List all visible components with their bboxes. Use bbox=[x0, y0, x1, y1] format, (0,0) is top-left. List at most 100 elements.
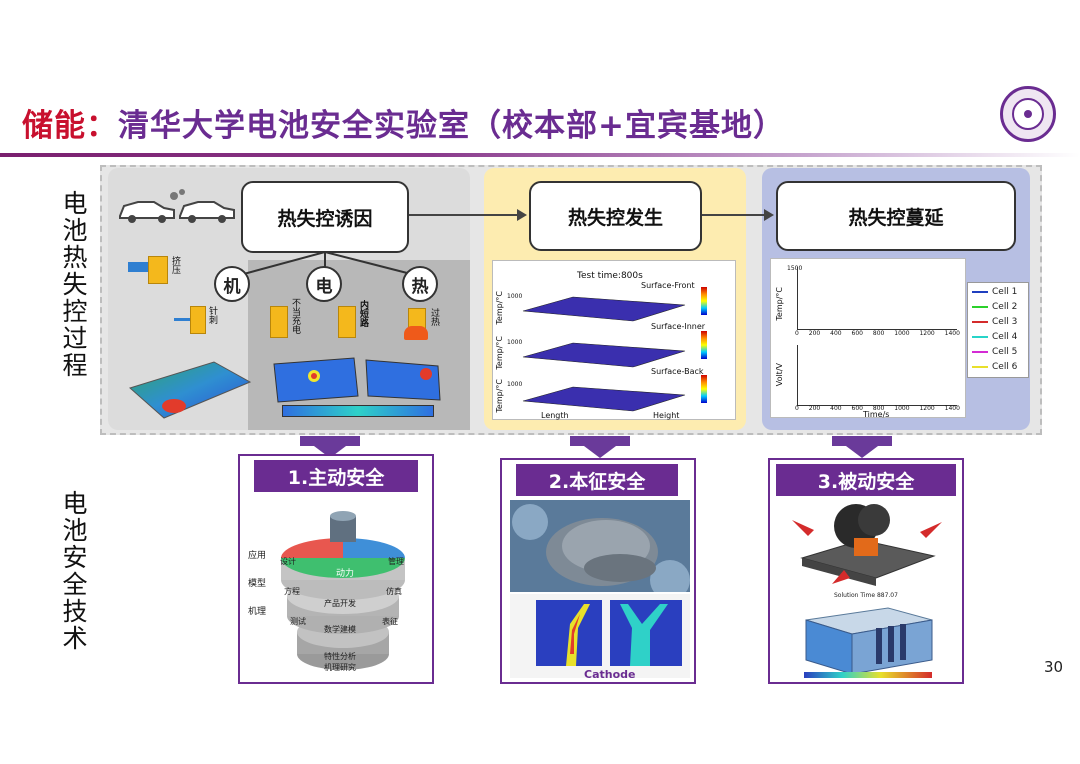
tick-1000-c: 1000 bbox=[507, 381, 523, 388]
legend-cell-1: Cell 1 bbox=[972, 286, 1017, 298]
prop-top-yaxis bbox=[797, 267, 798, 329]
particle-sem-image bbox=[510, 500, 690, 592]
squeeze-label: 挤压 bbox=[170, 256, 180, 274]
cause-electrical-circle: 电 bbox=[306, 266, 342, 302]
short-circuit-label: 内短路 bbox=[358, 300, 368, 327]
arrow-1 bbox=[409, 214, 519, 216]
thermal-box-simulation bbox=[804, 607, 933, 678]
tech-active-safety-title: 1.主动安全 bbox=[254, 460, 418, 492]
legend-swatch bbox=[972, 351, 988, 353]
prop-bottom-yaxis bbox=[797, 345, 798, 405]
electrical-simulation-heatmap-b bbox=[365, 359, 441, 401]
down-arrow-1-stem bbox=[300, 436, 360, 446]
legend-cell-6: Cell 6 bbox=[972, 361, 1017, 373]
battery-icon-short bbox=[338, 306, 356, 338]
legend-swatch bbox=[972, 321, 988, 323]
overcharge-label: 不当充电 bbox=[290, 298, 300, 334]
sector-safety: 安全 bbox=[288, 527, 307, 537]
tick-1000-a: 1000 bbox=[507, 293, 523, 300]
legend-swatch bbox=[972, 366, 988, 368]
side-label-tech: 电池安全技术 bbox=[62, 489, 88, 653]
ylabel-2: Temp/°C bbox=[495, 336, 504, 370]
squeeze-arrow-icon bbox=[128, 262, 152, 272]
battery-temperature-strip bbox=[282, 405, 434, 417]
level-mechanism: 机理 bbox=[248, 607, 267, 617]
battery-icon-overcharge bbox=[270, 306, 288, 338]
plot-title: Test time:800s bbox=[577, 271, 643, 281]
level-application: 应用 bbox=[248, 551, 267, 561]
legend-cell-5: Cell 5 bbox=[972, 346, 1017, 358]
cause-mechanical-circle: 机 bbox=[214, 266, 250, 302]
stage-occurrence: 热失控发生 bbox=[529, 181, 702, 251]
tech-intrinsic-safety: 2.本征安全 Cathode bbox=[500, 458, 696, 684]
tech-passive-safety: 3.被动安全 Solution Time 887.07 bbox=[768, 458, 964, 684]
cathode-temperature-simulation bbox=[510, 594, 690, 678]
solution-time-caption: Solution Time 887.07 bbox=[834, 592, 898, 599]
down-arrow-2-stem bbox=[570, 436, 630, 446]
legend-swatch bbox=[972, 306, 988, 308]
university-logo bbox=[1000, 86, 1056, 142]
layer-mechanism: 机理研究 bbox=[324, 663, 356, 672]
slide-title: 储能：清华大学电池安全实验室（校本部+宜宾基地） bbox=[22, 108, 785, 144]
overheat-label: 过热 bbox=[429, 308, 439, 326]
ring2-simulation: 仿真 bbox=[386, 587, 402, 596]
tick-1000-b: 1000 bbox=[507, 339, 523, 346]
tech-passive-safety-title: 3.被动安全 bbox=[776, 464, 956, 496]
cause-thermal-circle: 热 bbox=[402, 266, 438, 302]
legend-cell-4: Cell 4 bbox=[972, 331, 1017, 343]
legend-cell-2: Cell 2 bbox=[972, 301, 1017, 313]
ring3-characterization: 表征 bbox=[382, 617, 398, 626]
layer-product: 产品开发 bbox=[324, 599, 356, 608]
sector-power: 动力 bbox=[336, 569, 355, 579]
side-label-process: 电池热失控过程 bbox=[62, 189, 88, 380]
ylabel-1: Temp/°C bbox=[495, 291, 504, 325]
tech-intrinsic-safety-title: 2.本征安全 bbox=[516, 464, 678, 496]
stage-propagation: 热失控蔓延 bbox=[776, 181, 1016, 251]
arrow-1-head bbox=[517, 209, 527, 221]
car-collision-icon bbox=[119, 189, 235, 223]
battery-icon-needle bbox=[190, 306, 206, 334]
mechanical-simulation-heatmap bbox=[129, 361, 252, 419]
tech-active-safety: 1.主动安全 应用 模型 机理 安全 耐久 动力 设计 管理 方程 仿真 测试 … bbox=[238, 454, 434, 684]
ring2-equation: 方程 bbox=[284, 587, 300, 596]
panel-label-front: Surface-Front bbox=[641, 281, 695, 290]
legend-swatch bbox=[972, 336, 988, 338]
ring3-test: 测试 bbox=[290, 617, 306, 626]
battery-icon-squeeze bbox=[148, 256, 168, 284]
prop-ylabel-temp: Temp/°C bbox=[775, 287, 784, 321]
layer-model: 数学建模 bbox=[324, 625, 356, 634]
surface-planes bbox=[522, 296, 686, 412]
down-arrow-3-stem bbox=[832, 436, 892, 446]
arrow-2-head bbox=[764, 209, 774, 221]
arrow-2 bbox=[702, 214, 766, 216]
stage-trigger: 热失控诱因 bbox=[241, 181, 409, 253]
prop-ylabel-volt: Volt/V bbox=[775, 363, 784, 387]
colorbar-3 bbox=[701, 375, 707, 403]
sector-durability: 耐久 bbox=[370, 527, 389, 537]
cathode-label: Cathode bbox=[584, 668, 636, 681]
xlabel-height: Height bbox=[653, 411, 680, 420]
flame-icon bbox=[404, 326, 428, 340]
ring1-design: 设计 bbox=[280, 557, 296, 566]
colorbar-2 bbox=[701, 331, 707, 359]
prop-bottom-xaxis bbox=[797, 405, 957, 406]
panel-label-back: Surface-Back bbox=[651, 367, 704, 376]
ylabel-3: Temp/°C bbox=[495, 379, 504, 413]
down-arrow-3 bbox=[846, 446, 878, 458]
electrical-simulation-heatmap-a bbox=[273, 357, 359, 403]
prop-top-xaxis bbox=[797, 329, 957, 330]
needle-label: 针刺 bbox=[207, 306, 217, 324]
panel-label-inner: Surface-Inner bbox=[651, 322, 706, 331]
legend-swatch bbox=[972, 291, 988, 293]
battery-pack-fire-render bbox=[792, 504, 942, 586]
legend-cell-3: Cell 3 bbox=[972, 316, 1017, 328]
prop-ymax: 1500 bbox=[787, 265, 803, 272]
occurrence-3d-plot: Test time:800s Surface-Front Surface-Inn… bbox=[492, 260, 736, 420]
cell-legend: Cell 1 Cell 2 Cell 3 Cell 4 Cell 5 Cell … bbox=[967, 282, 1029, 378]
xlabel-length: Length bbox=[541, 411, 569, 420]
ring1-management: 管理 bbox=[388, 557, 404, 566]
down-arrow-2 bbox=[584, 446, 616, 458]
